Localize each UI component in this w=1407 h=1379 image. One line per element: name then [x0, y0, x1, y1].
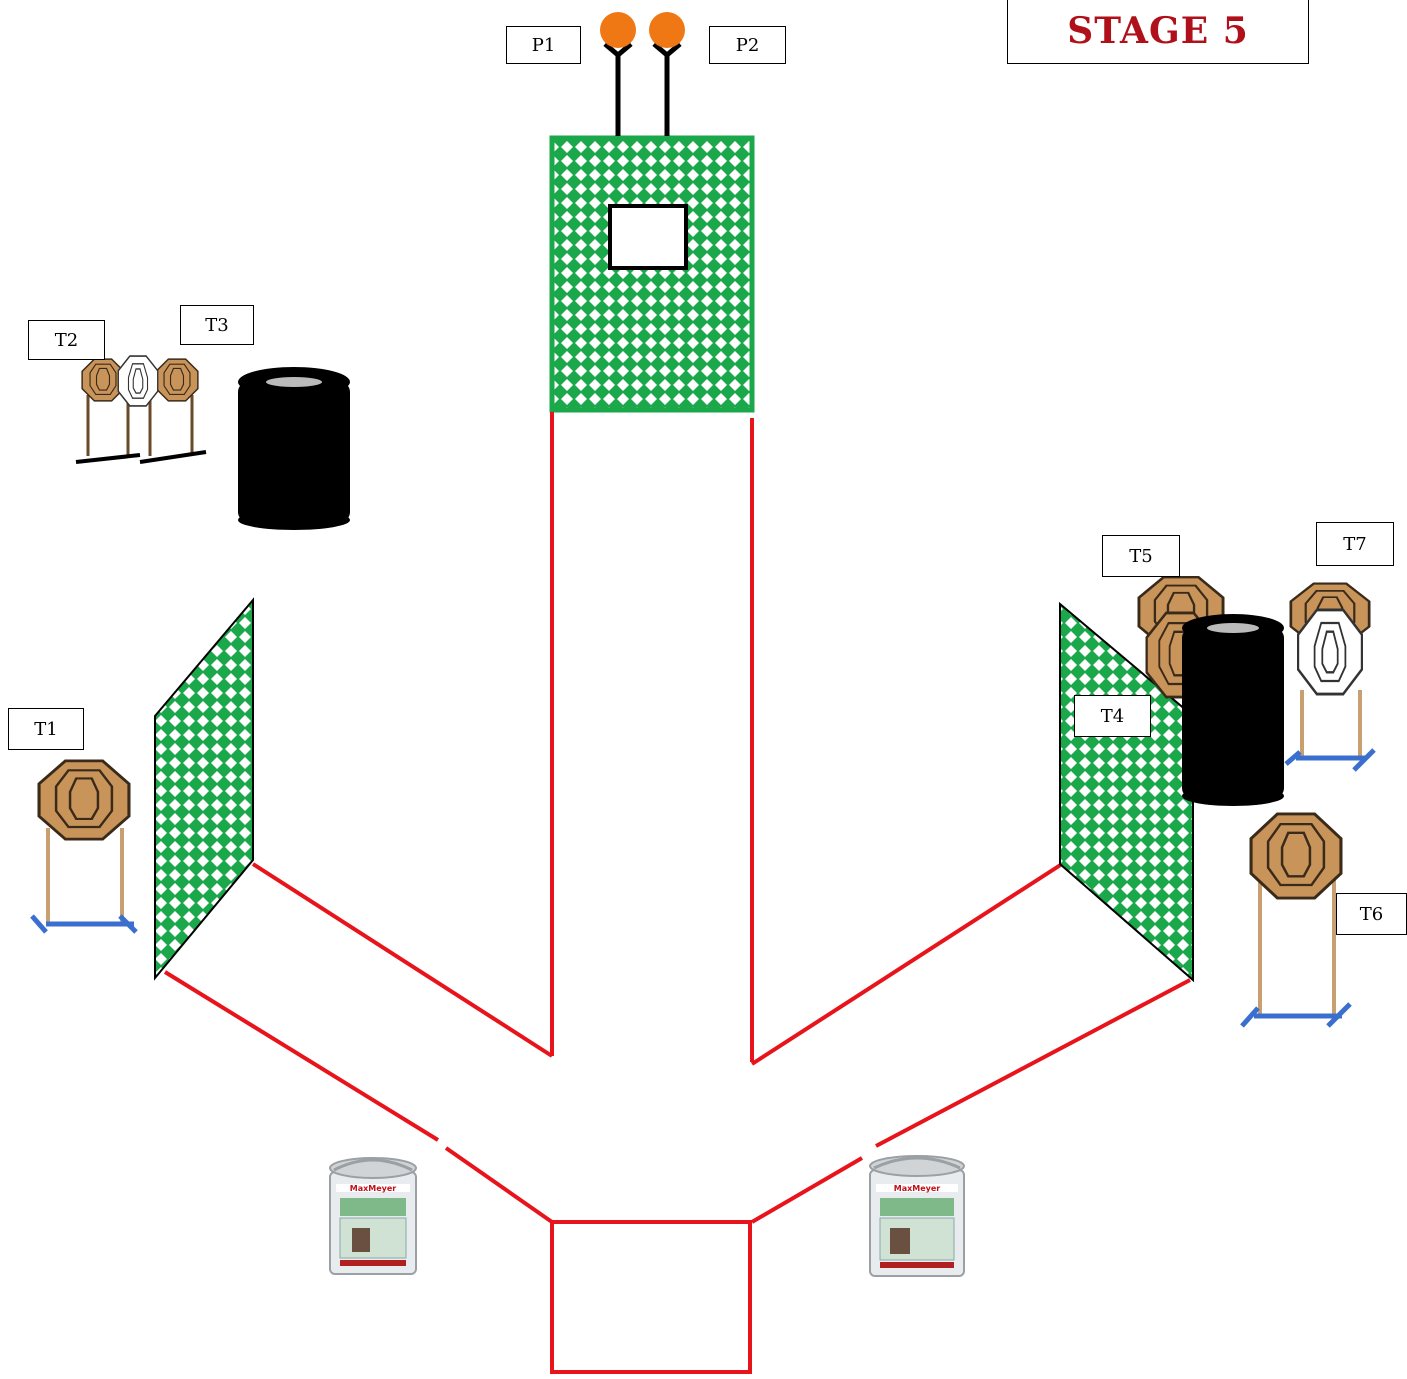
bucket-left: MaxMeyer [329, 1157, 417, 1275]
bucket-right: MaxMeyer [869, 1155, 965, 1277]
barrel-right [1182, 614, 1284, 806]
stage-title: STAGE 5 [1007, 0, 1309, 64]
label-t6: T6 [1336, 893, 1407, 935]
target-t7 [1284, 582, 1376, 772]
target-t1 [30, 759, 138, 934]
label-t4: T4 [1074, 695, 1151, 737]
barrel-left [238, 367, 350, 530]
fault-lines [163, 412, 1191, 1374]
label-p2: P2 [709, 26, 786, 64]
label-t3: T3 [180, 305, 254, 345]
label-t2: T2 [28, 320, 105, 360]
bucket-left-brand: MaxMeyer [350, 1184, 397, 1193]
left-barrier [154, 597, 254, 981]
label-t1: T1 [8, 708, 84, 750]
popper-p2 [649, 12, 685, 136]
popper-p1 [600, 12, 636, 136]
bucket-right-brand: MaxMeyer [894, 1184, 941, 1193]
label-p1: P1 [506, 26, 581, 64]
shooting-box [550, 1220, 752, 1374]
label-t7: T7 [1316, 522, 1394, 566]
label-t5: T5 [1102, 535, 1180, 577]
target-t6 [1240, 812, 1352, 1028]
center-wall [549, 135, 755, 413]
wall-window [608, 204, 688, 270]
target-t2-group [75, 355, 207, 464]
